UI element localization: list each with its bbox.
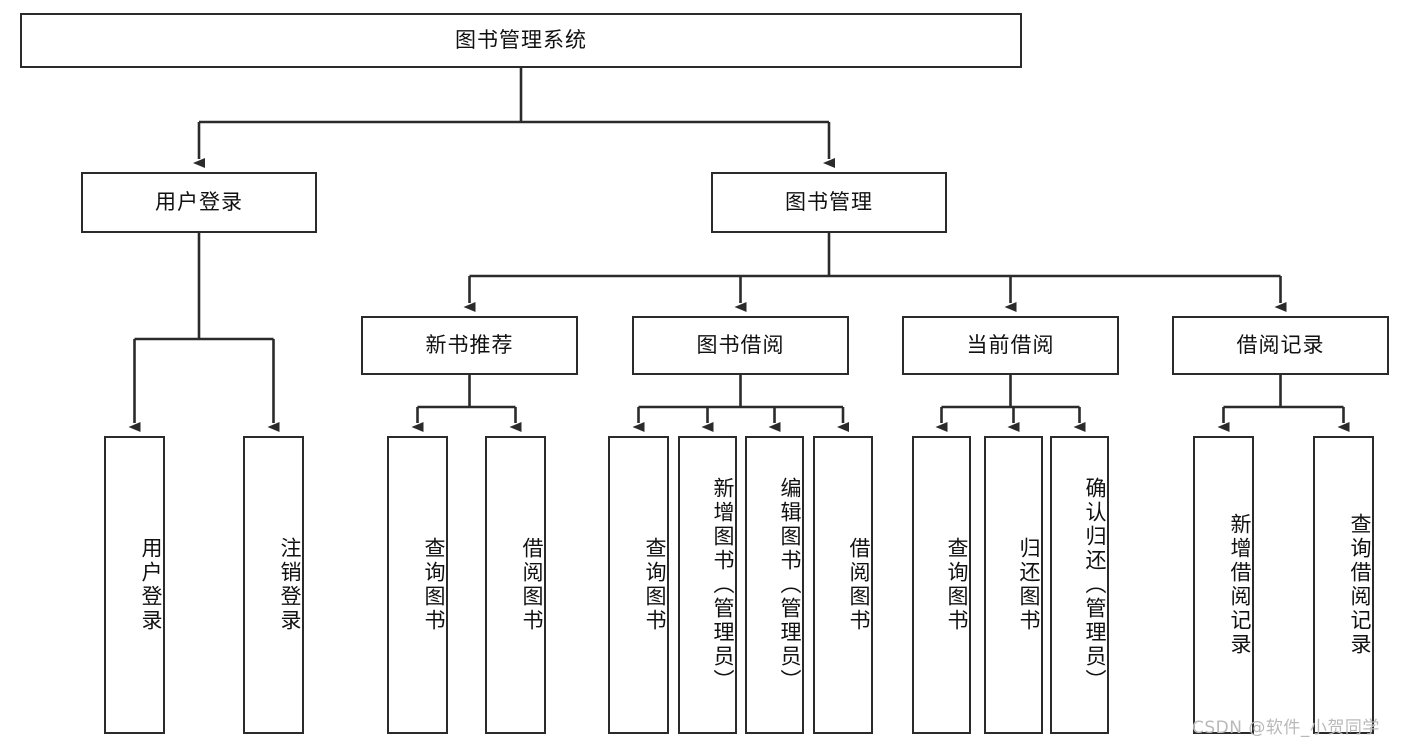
node-label: 用户登录 bbox=[155, 190, 243, 215]
node-leaf-user-login: 用户登录 bbox=[104, 436, 165, 734]
node-book-borrow: 图书借阅 bbox=[632, 316, 849, 375]
node-new-book-recommend: 新书推荐 bbox=[361, 316, 578, 375]
node-label: 归还图书 bbox=[1017, 537, 1041, 633]
node-label: 用户登录 bbox=[139, 537, 163, 633]
node-leaf-add-book: 新增图书（管理员） bbox=[678, 436, 737, 734]
node-label: 图书借阅 bbox=[696, 333, 785, 358]
node-label: 编辑图书（管理员） bbox=[778, 477, 802, 693]
node-label: 查询借阅记录 bbox=[1348, 513, 1372, 657]
node-label: 图书管理 bbox=[785, 190, 873, 215]
node-label: 借阅图书 bbox=[520, 537, 544, 633]
node-label: 新书推荐 bbox=[425, 333, 514, 358]
node-label: 新增借阅记录 bbox=[1228, 513, 1252, 657]
node-label: 借阅记录 bbox=[1236, 333, 1325, 358]
node-leaf-edit-book: 编辑图书（管理员） bbox=[745, 436, 804, 734]
node-leaf-add-borrow-record: 新增借阅记录 bbox=[1193, 436, 1254, 734]
node-book-manage: 图书管理 bbox=[711, 172, 947, 233]
node-label: 新增图书（管理员） bbox=[711, 477, 735, 693]
node-leaf-logout: 注销登录 bbox=[243, 436, 304, 734]
node-leaf-query-book-2: 查询图书 bbox=[608, 436, 669, 734]
node-label: 借阅图书 bbox=[847, 537, 871, 633]
node-label: 注销登录 bbox=[278, 537, 302, 633]
node-leaf-borrow-book-1: 借阅图书 bbox=[485, 436, 546, 734]
node-borrow-record: 借阅记录 bbox=[1172, 316, 1389, 375]
node-label: 查询图书 bbox=[945, 537, 969, 633]
csdn-watermark: CSDN @软件_小贺同学 bbox=[1192, 718, 1380, 738]
node-leaf-query-book-1: 查询图书 bbox=[387, 436, 448, 734]
node-leaf-confirm-return: 确认归还（管理员） bbox=[1050, 436, 1109, 734]
node-leaf-query-book-3: 查询图书 bbox=[912, 436, 971, 734]
node-user-login: 用户登录 bbox=[81, 172, 317, 233]
node-label: 确认归还（管理员） bbox=[1083, 477, 1107, 693]
node-leaf-borrow-book-2: 借阅图书 bbox=[813, 436, 873, 734]
node-leaf-return-book: 归还图书 bbox=[984, 436, 1043, 734]
node-label: 查询图书 bbox=[422, 537, 446, 633]
node-current-borrow: 当前借阅 bbox=[902, 316, 1119, 375]
node-label: 图书管理系统 bbox=[455, 28, 587, 53]
node-root: 图书管理系统 bbox=[20, 13, 1022, 68]
node-leaf-query-borrow-record: 查询借阅记录 bbox=[1313, 436, 1374, 734]
node-label: 当前借阅 bbox=[966, 333, 1055, 358]
node-label: 查询图书 bbox=[643, 537, 667, 633]
